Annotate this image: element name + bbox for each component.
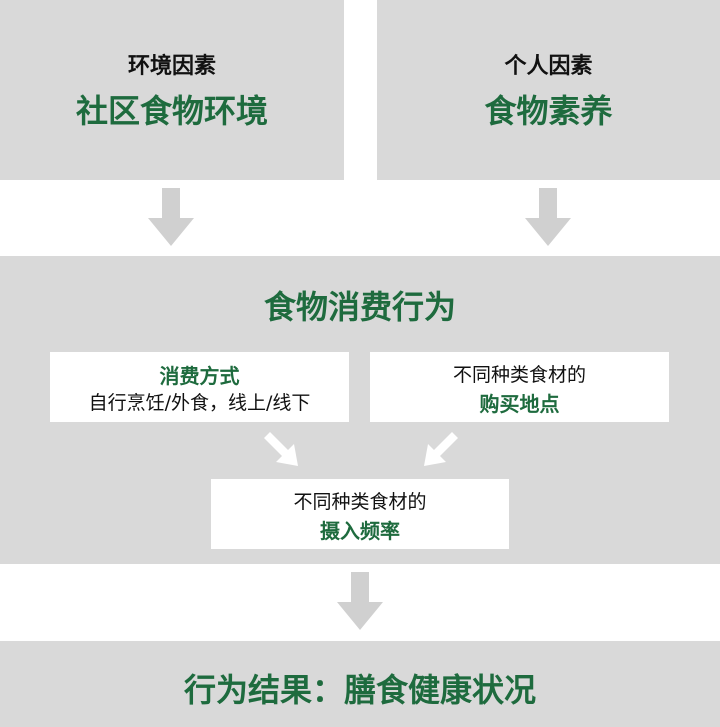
food-consumption-behavior-panel: 食物消费行为 消费方式 自行烹饪/外食，线上/线下 不同种类食材的 购买地点 不…: [0, 256, 720, 564]
consumption-method-desc: 自行烹饪/外食，线上/线下: [88, 392, 311, 414]
personal-factor-title: 食物素养: [484, 92, 613, 130]
environment-factor-label: 环境因素: [127, 54, 216, 79]
behavior-outcome-title: 行为结果：膳食健康状况: [183, 671, 536, 709]
intake-frequency-box: 不同种类食材的 摄入频率: [211, 479, 509, 549]
behavior-outcome-panel: 行为结果：膳食健康状况: [0, 641, 720, 727]
arrow-down-icon: [337, 572, 383, 630]
consumption-method-title: 消费方式: [159, 364, 240, 388]
purchase-place-desc: 不同种类食材的: [452, 364, 586, 386]
intake-frequency-desc: 不同种类食材的: [293, 491, 427, 513]
personal-factor-label: 个人因素: [504, 54, 593, 79]
environment-factor-panel: 环境因素 社区食物环境: [0, 0, 344, 180]
purchase-place-box: 不同种类食材的 购买地点: [370, 352, 669, 422]
consumption-method-box: 消费方式 自行烹饪/外食，线上/线下: [50, 352, 349, 422]
arrow-diagonal-icon: [424, 432, 458, 466]
purchase-place-title: 购买地点: [479, 392, 560, 416]
food-consumption-behavior-title: 食物消费行为: [263, 288, 456, 326]
personal-factor-panel: 个人因素 食物素养: [377, 0, 720, 180]
intake-frequency-title: 摄入频率: [320, 519, 400, 543]
arrow-down-icon: [148, 188, 194, 246]
arrow-diagonal-icon: [264, 432, 298, 466]
arrow-down-icon: [525, 188, 571, 246]
environment-factor-title: 社区食物环境: [75, 92, 268, 130]
